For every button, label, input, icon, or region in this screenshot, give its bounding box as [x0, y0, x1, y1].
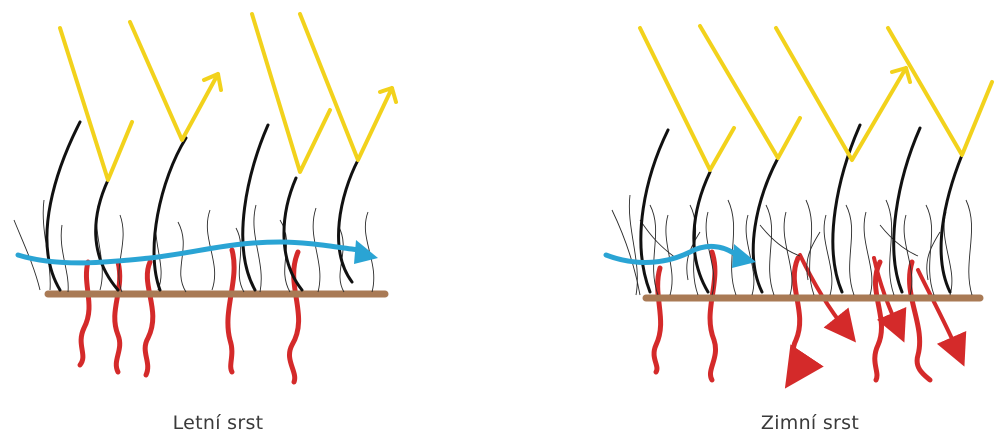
heat-waves-summer — [80, 250, 299, 382]
underfur-winter — [612, 195, 972, 295]
airflow-winter — [606, 244, 756, 268]
summer-coat-panel — [14, 14, 396, 382]
guard-hairs-winter — [641, 125, 962, 292]
heat-waves-winter — [654, 252, 930, 380]
sun-rays-winter — [640, 26, 992, 170]
airflow-summer — [18, 240, 378, 264]
summer-coat-caption: Letní srst — [88, 412, 348, 434]
sun-rays-summer — [60, 14, 396, 180]
winter-coat-caption: Zimní srst — [680, 412, 940, 434]
winter-coat-panel — [606, 26, 992, 380]
airflow-arrowhead-summer — [354, 240, 378, 264]
